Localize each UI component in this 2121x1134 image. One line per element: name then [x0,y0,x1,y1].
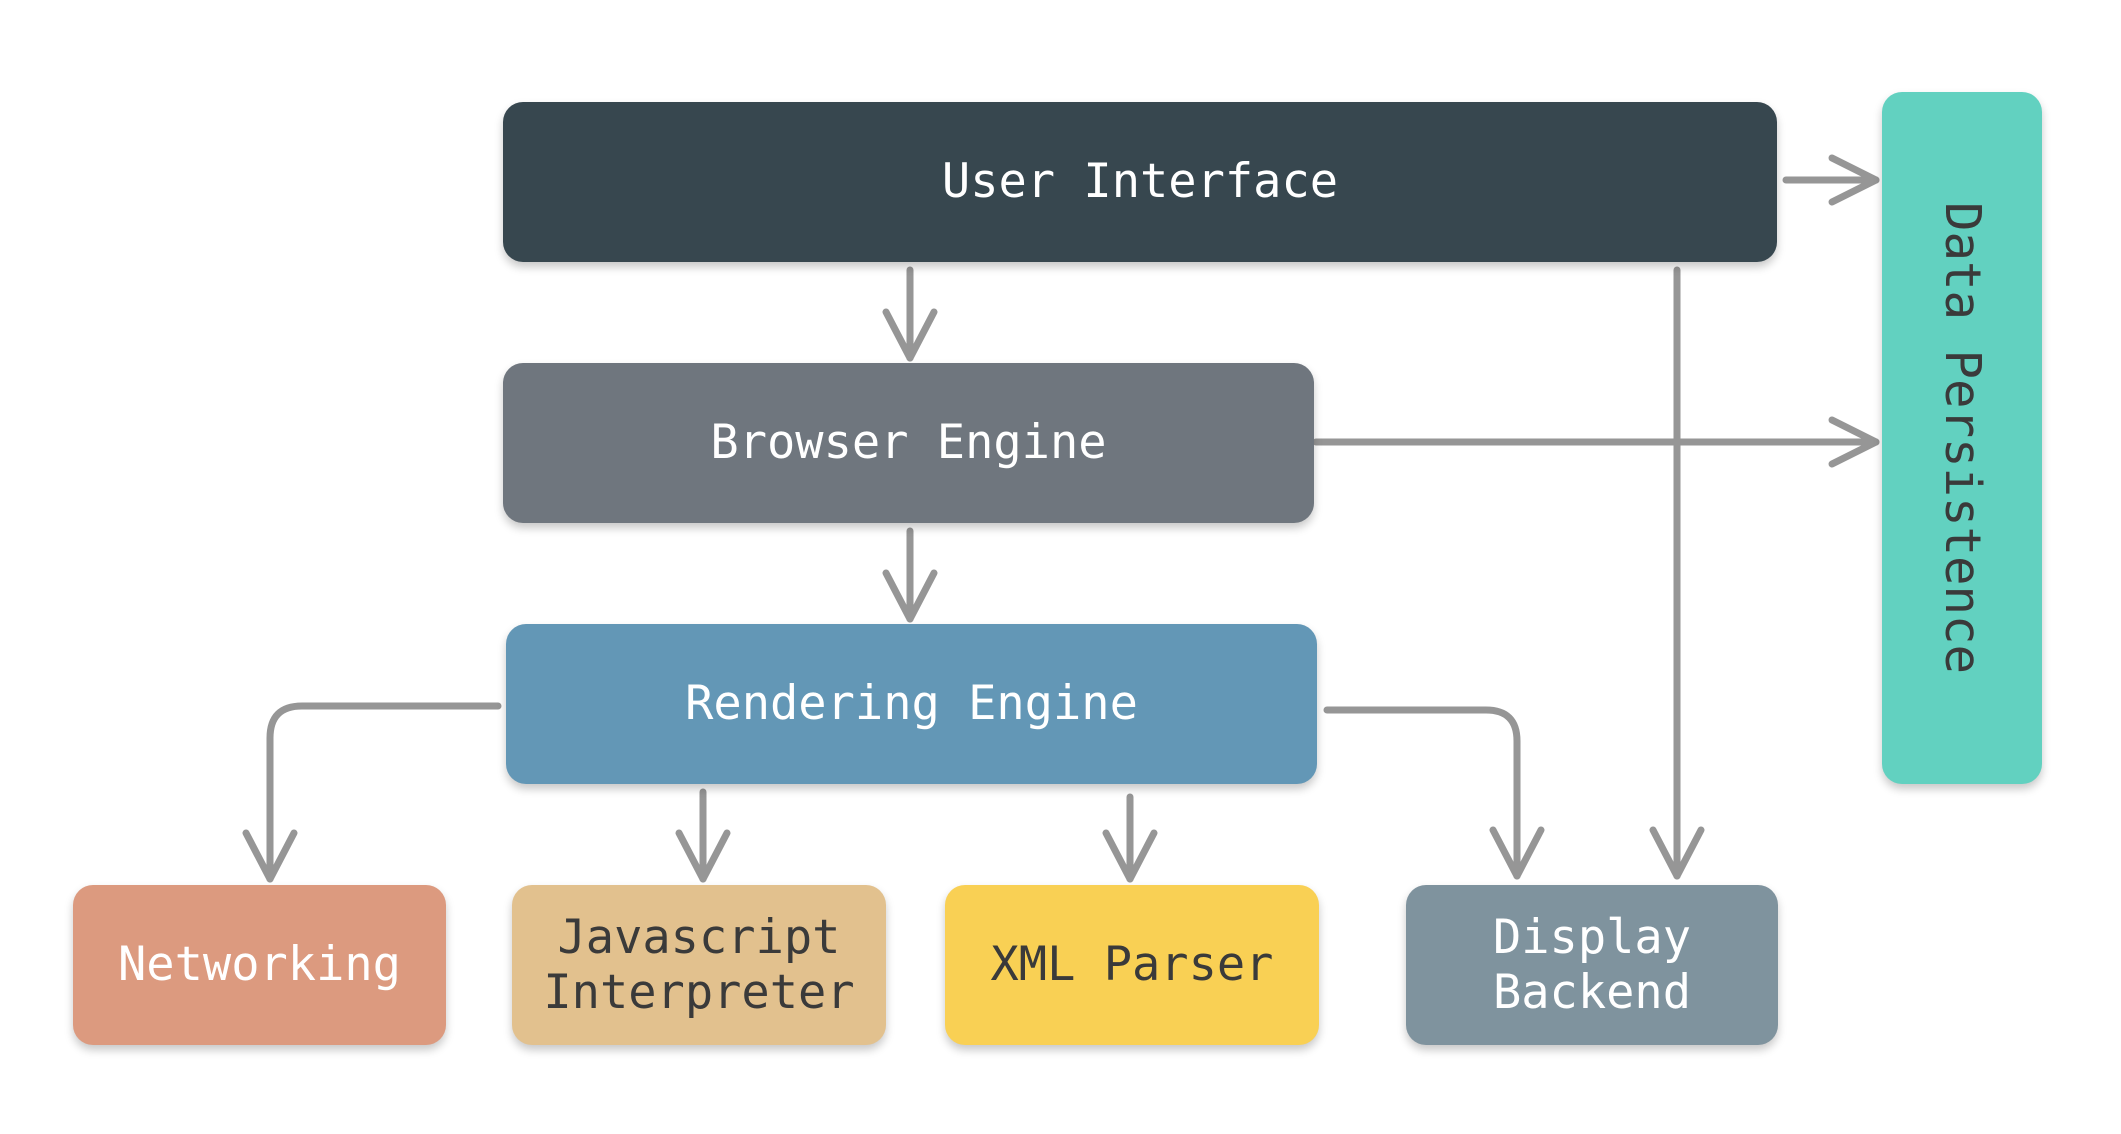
edge-rendering-engine-to-javascript-interpreter [675,788,731,883]
edge-user-interface-to-display-backend [1649,266,1705,880]
node-label-networking: Networking [118,937,401,993]
node-rendering-engine: Rendering Engine [506,624,1317,784]
node-label-xml-parser: XML Parser [990,937,1274,993]
node-label-user-interface: User Interface [941,154,1339,210]
node-label-browser-engine: Browser Engine [710,415,1107,471]
node-label-javascript-interpreter: Javascript Interpreter [543,909,855,1020]
node-xml-parser: XML Parser [945,885,1319,1045]
edge-user-interface-to-data-persistence [1782,154,1880,206]
node-label-rendering-engine: Rendering Engine [685,676,1138,732]
edge-rendering-engine-to-xml-parser [1102,793,1158,883]
node-data-persistence: Data Persistence [1882,92,2042,784]
edge-browser-engine-to-rendering-engine [882,527,938,623]
node-browser-engine: Browser Engine [503,363,1314,523]
edge-rendering-engine-to-display-backend [1323,706,1545,880]
node-javascript-interpreter: Javascript Interpreter [512,885,886,1045]
node-label-display-backend: Display Backend [1492,909,1692,1020]
edge-user-interface-to-browser-engine [882,266,938,362]
edge-browser-engine-to-data-persistence [1312,416,1880,468]
edge-rendering-engine-to-networking [242,702,502,883]
node-display-backend: Display Backend [1406,885,1778,1045]
node-label-data-persistence: Data Persistence [1933,201,1991,674]
node-user-interface: User Interface [503,102,1777,262]
node-networking: Networking [73,885,446,1045]
